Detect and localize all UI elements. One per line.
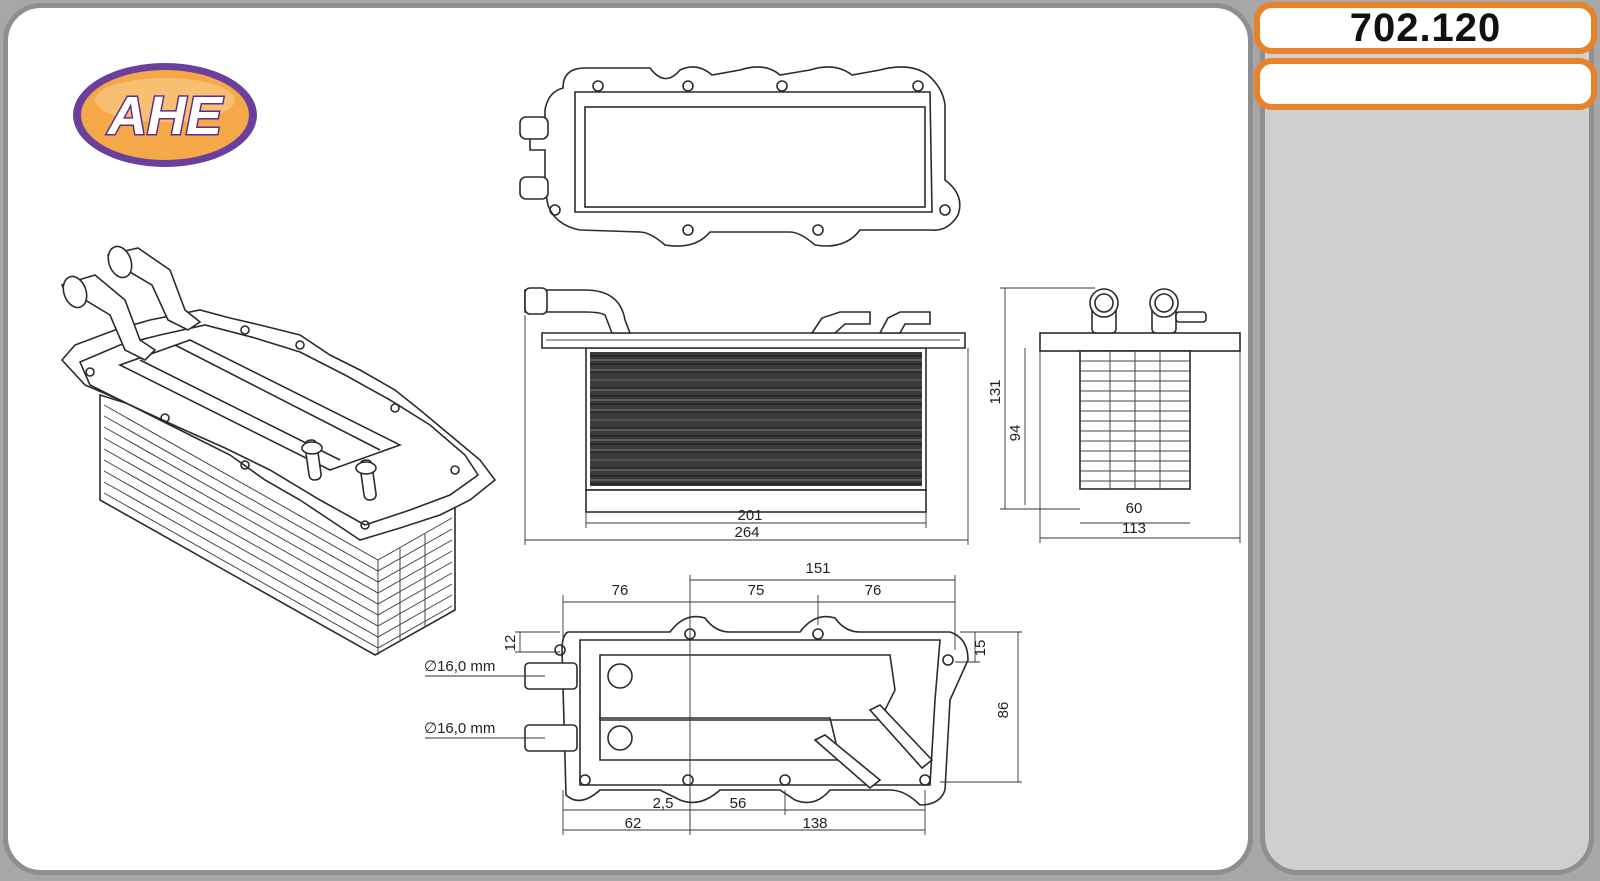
part-code: 702.120 <box>1349 5 1502 50</box>
front-view <box>524 287 966 513</box>
dim-76-right: 76 <box>865 582 882 599</box>
pipe-diameter-1: ∅16,0 mm <box>424 658 495 675</box>
dim-94: 94 <box>1007 425 1024 442</box>
dim-62: 62 <box>625 815 642 832</box>
dim-56: 56 <box>730 795 747 812</box>
dimension-lines <box>425 287 1241 835</box>
isometric-view <box>60 245 497 656</box>
dim-131: 131 <box>987 379 1004 404</box>
ahe-logo: AHE <box>73 63 257 167</box>
description-box <box>1254 58 1597 110</box>
dim-201: 201 <box>737 507 762 524</box>
part-code-box: 702.120 <box>1254 2 1597 54</box>
dim-113: 113 <box>1122 520 1146 537</box>
dimension-labels: 201 264 131 94 60 113 151 76 75 76 12 15… <box>424 379 1146 832</box>
dim-75: 75 <box>748 582 765 599</box>
dim-86: 86 <box>995 702 1012 719</box>
info-panel <box>1260 3 1594 875</box>
dim-60: 60 <box>1126 500 1143 517</box>
pipe-diameter-2: ∅16,0 mm <box>424 720 495 737</box>
side-view <box>1039 288 1241 490</box>
dim-76-left: 76 <box>612 582 629 599</box>
bottom-view <box>524 575 969 830</box>
dim-2-5: 2,5 <box>653 795 674 812</box>
dim-138: 138 <box>802 815 827 832</box>
logo-text: AHE <box>106 86 224 146</box>
dim-12: 12 <box>502 635 519 652</box>
dim-264: 264 <box>734 524 759 541</box>
dim-151: 151 <box>805 560 830 577</box>
dim-15: 15 <box>972 640 989 657</box>
top-view <box>519 66 961 247</box>
